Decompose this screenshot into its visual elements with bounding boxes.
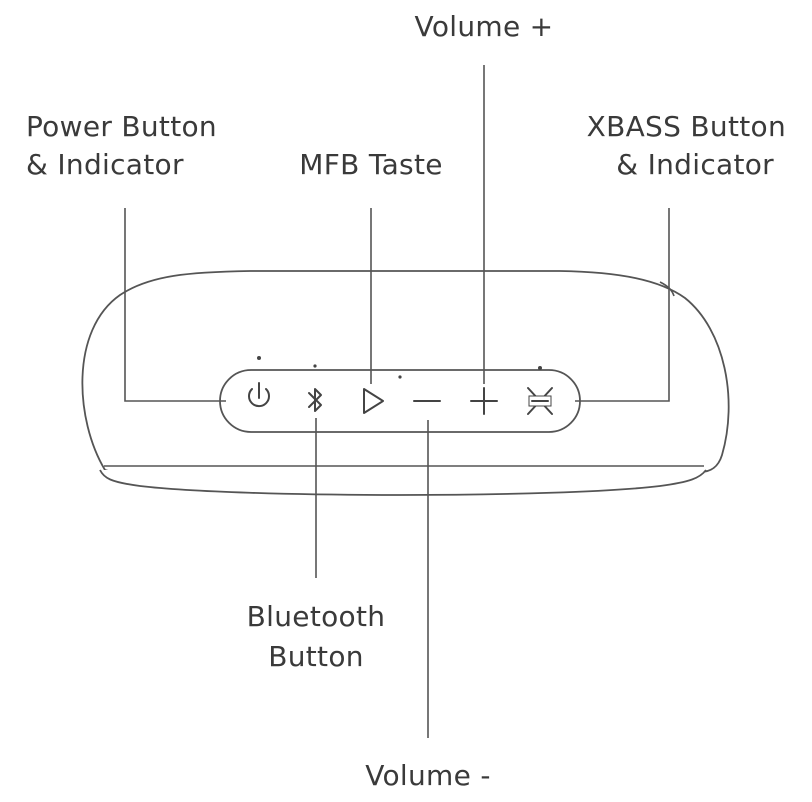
- xbass-leader-line: [575, 208, 670, 402]
- power-label-line1: Power Button: [26, 110, 217, 143]
- bluetooth-indicator-dot: [313, 364, 317, 368]
- xbass-label-line1: XBASS Button: [587, 110, 786, 143]
- power-icon[interactable]: [248, 382, 270, 408]
- mfb-indicator-dot: [398, 375, 402, 379]
- bluetooth-label-line1: Bluetooth: [247, 600, 386, 633]
- control-panel: [219, 369, 581, 433]
- xbass-icon[interactable]: [527, 387, 553, 415]
- xbass-indicator-dot: [538, 366, 542, 370]
- speaker-base: [99, 469, 707, 496]
- power-indicator-dot: [257, 356, 261, 360]
- play-icon[interactable]: [363, 388, 384, 414]
- plus-icon[interactable]: [470, 387, 498, 415]
- bluetooth-label-line2: Button: [268, 640, 364, 673]
- volume-minus-label: Volume -: [365, 759, 491, 792]
- power-label-line2: & Indicator: [26, 148, 184, 181]
- bluetooth-icon[interactable]: [308, 388, 322, 412]
- volume-plus-label: Volume +: [415, 10, 554, 43]
- xbass-label-line2: & Indicator: [616, 148, 774, 181]
- power-leader-line: [124, 208, 226, 402]
- mfb-label: MFB Taste: [299, 148, 443, 181]
